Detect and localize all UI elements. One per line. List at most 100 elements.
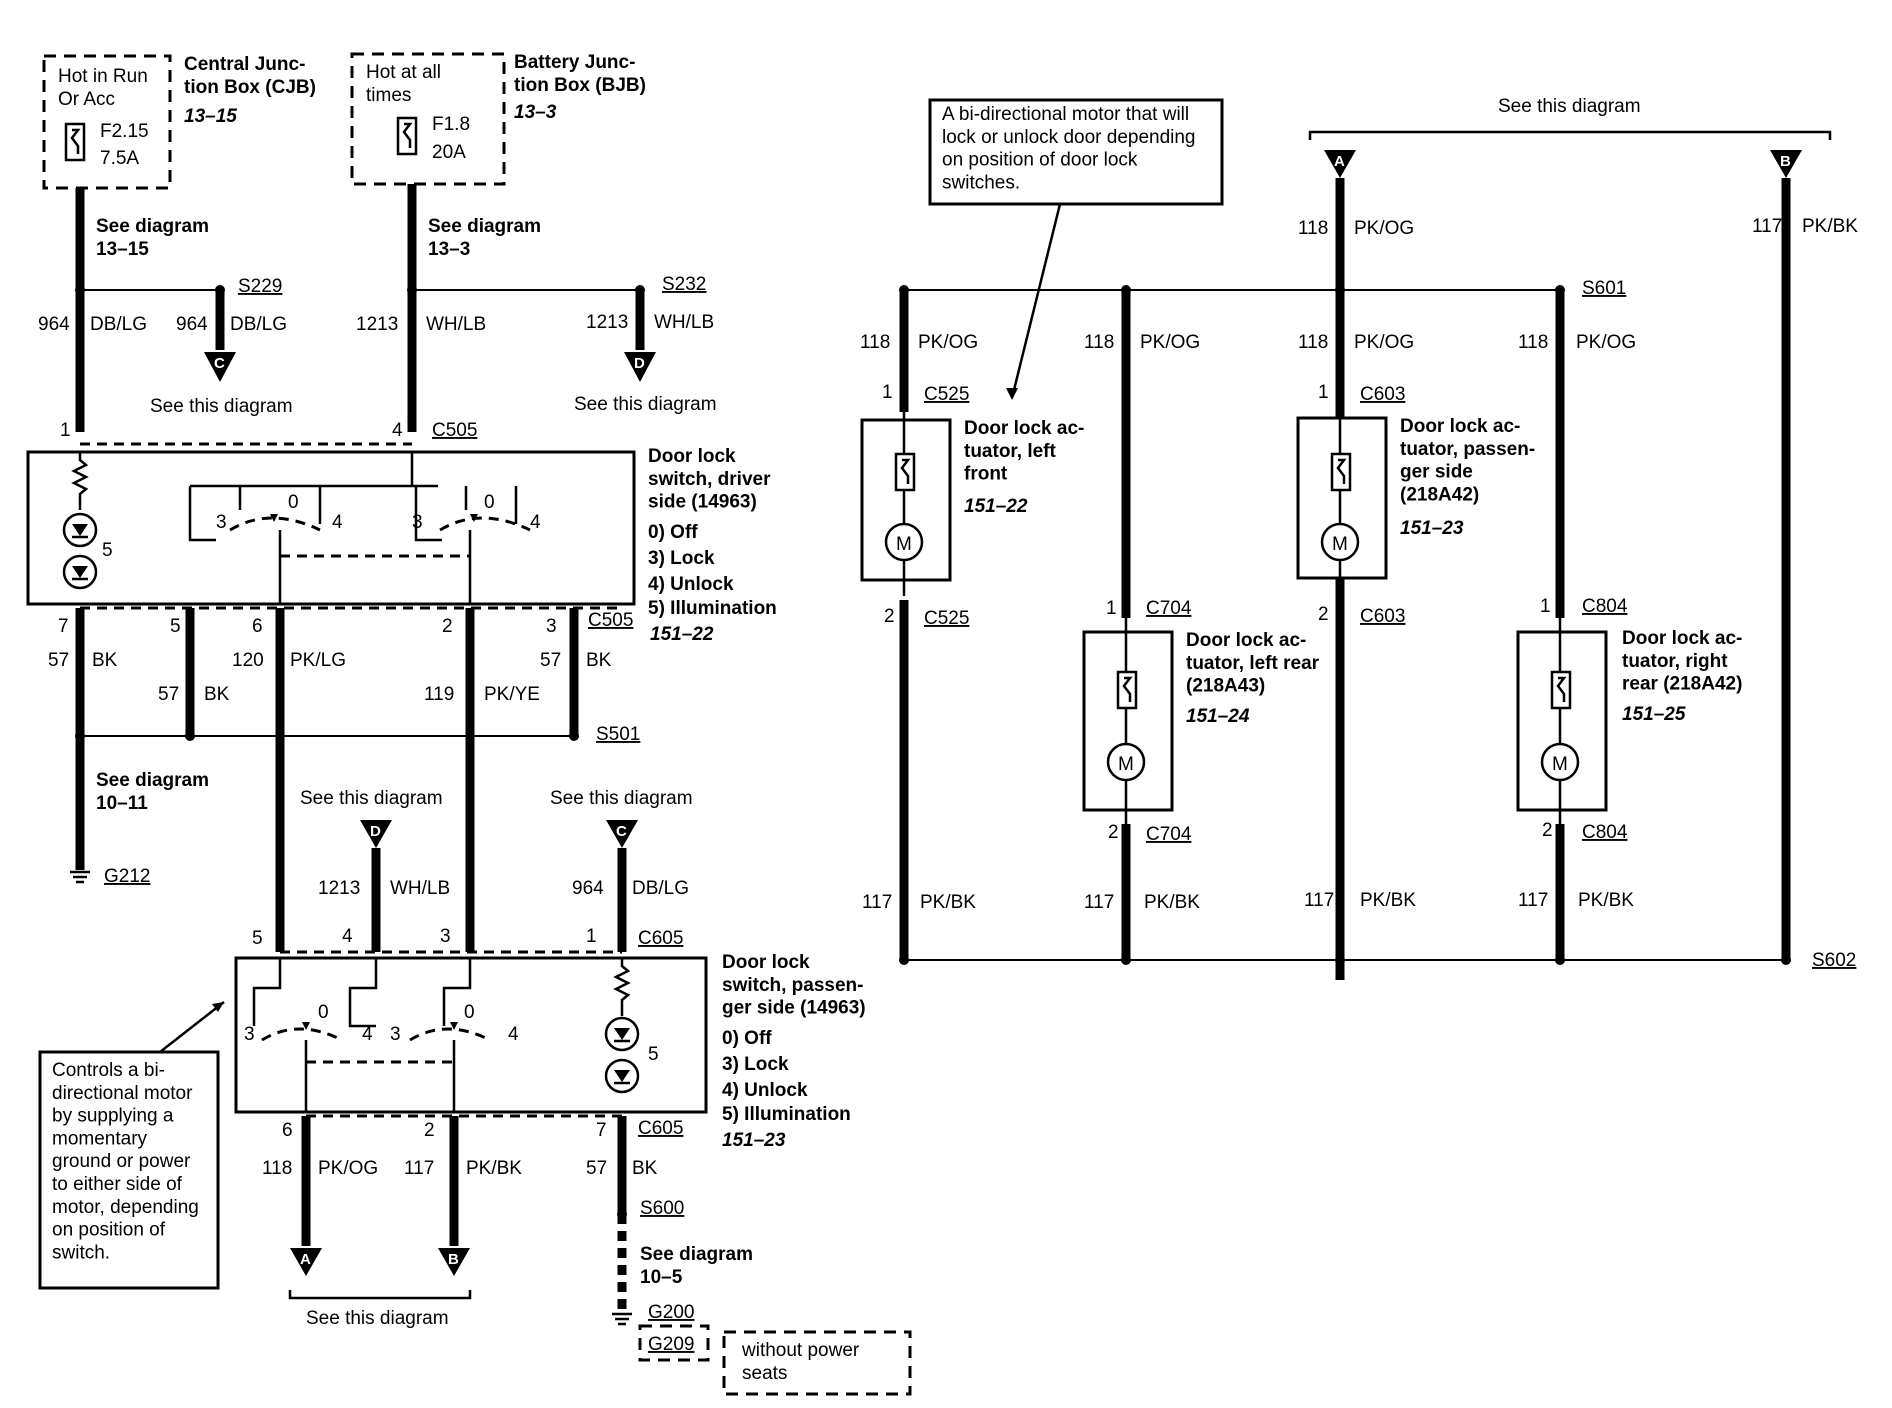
label-fuses-0-id: F2.15 xyxy=(100,121,149,142)
label-wires-w120: 120 xyxy=(232,650,264,671)
label-line: Door lock ac- xyxy=(964,418,1084,439)
diagram-path xyxy=(278,530,472,604)
diagram-path xyxy=(288,1290,472,1300)
label-wires-w964: 964 xyxy=(38,314,70,335)
label-wires-w119: 119 xyxy=(424,684,454,705)
diagram-polygon xyxy=(204,352,236,382)
diagram-path xyxy=(1556,676,1567,702)
label-wires-w118: 118 xyxy=(262,1158,292,1179)
label-wires-pkye: PK/YE xyxy=(484,684,540,705)
label-fuses-1-amp: 20A xyxy=(432,142,466,163)
label-components-modes-3: 5) Illumination xyxy=(648,598,777,619)
diagram-rect xyxy=(638,1324,710,1362)
label-line: Door lock xyxy=(648,446,736,467)
diagram-circle xyxy=(884,522,924,562)
label-wires-pkbk: PK/BK xyxy=(1360,890,1416,911)
label-pins-p3: 3 xyxy=(412,512,423,533)
label-components-act_lr_ref: 151–24 xyxy=(1186,706,1250,727)
diagram-circle xyxy=(1540,742,1580,782)
label-wires-w117: 117 xyxy=(862,892,892,913)
diagram-rect xyxy=(42,54,172,190)
label-pins-p5: 5 xyxy=(648,1044,659,1065)
diagram-polygon xyxy=(302,1022,310,1030)
label-wires-w1213: 1213 xyxy=(318,878,360,899)
label-wires-bk: BK xyxy=(204,684,230,705)
diagram-path xyxy=(70,870,90,884)
label-components-modes-0: 0) Off xyxy=(722,1028,772,1049)
wire-964-s229: S229 964 DB/LG C See this diagram xyxy=(150,276,293,417)
diagram-path xyxy=(71,452,89,510)
label-motor_symbol: M xyxy=(1552,754,1568,775)
label-pins-p4: 4 xyxy=(362,1024,373,1045)
label-line: See diagram xyxy=(640,1244,753,1265)
diagram-path xyxy=(612,1312,632,1326)
wire-1213-s232: S232 1213 WH/LB D See this diagram xyxy=(574,274,717,415)
label-arrows-c: C xyxy=(616,823,627,840)
label-see_diagram-this: See this diagram xyxy=(1498,96,1641,117)
label-pins-p2: 2 xyxy=(442,616,453,637)
label-wires-w117: 117 xyxy=(1518,890,1548,911)
diagram-circle xyxy=(569,731,579,741)
diagram-rect xyxy=(1516,630,1608,812)
actuator-passenger-side: 118 PK/OG 1 C603 M 2 C603 117 PK/BK xyxy=(1296,332,1416,960)
label-pins-p0: 0 xyxy=(484,492,495,513)
label-line: front xyxy=(964,464,1008,485)
label-connectors-c704: C704 xyxy=(1146,824,1192,845)
label-line: See diagram xyxy=(428,216,541,237)
diagram-circle xyxy=(1781,955,1791,965)
label-line: directional motor xyxy=(52,1083,193,1104)
label-pins-p4: 4 xyxy=(530,512,541,533)
label-line: A bi-directional motor that will xyxy=(942,104,1189,125)
label-components-modes-0: 0) Off xyxy=(648,522,698,543)
label-pins-p1: 1 xyxy=(60,420,71,441)
label-fuses-1-id: F1.8 xyxy=(432,114,470,135)
diagram-rect xyxy=(928,98,1224,206)
label-components-act_lf_ref: 151–22 xyxy=(964,496,1028,517)
label-splices-s600: S600 xyxy=(640,1198,684,1219)
label-wires-w118: 118 xyxy=(1298,218,1328,239)
door-lock-switch-driver: 5 3 0 4 3 0 4 xyxy=(26,450,636,610)
label-components-modes-2: 4) Unlock xyxy=(722,1080,808,1101)
label-wires-pkbk: PK/BK xyxy=(1802,216,1858,237)
label-line: tuator, right xyxy=(1622,651,1728,672)
label-pins-p2: 2 xyxy=(1542,820,1553,841)
label-line: (218A43) xyxy=(1186,676,1265,697)
label-line: Door lock ac- xyxy=(1622,628,1742,649)
diagram-path xyxy=(1122,676,1133,702)
label-line: tion Box (CJB) xyxy=(184,77,316,98)
diagram-polygon xyxy=(212,1002,224,1012)
diagram-polygon xyxy=(606,820,638,848)
label-arrows-b: B xyxy=(1780,153,1791,170)
label-line: ger side (14963) xyxy=(722,998,866,1019)
label-pins-p1: 1 xyxy=(586,926,597,947)
label-splices-s229: S229 xyxy=(238,276,282,297)
diagram-circle xyxy=(75,285,85,295)
label-line: Battery Junc- xyxy=(514,52,635,73)
label-wires-w118: 118 xyxy=(1518,332,1548,353)
label-splices-s501: S501 xyxy=(596,724,640,745)
diagram-polygon xyxy=(1006,388,1018,400)
diagram-path xyxy=(188,486,322,542)
diagram-polygon xyxy=(1770,150,1802,178)
diagram-polygon xyxy=(270,514,278,522)
actuator-left-front: 118 PK/OG 1 C525 M 2 C525 117 PK/BK xyxy=(860,290,978,960)
diagram-polygon xyxy=(360,820,392,848)
diagram-path xyxy=(70,128,81,154)
diagram-path xyxy=(1336,458,1347,484)
label-components-pass_ref: 151–23 xyxy=(722,1130,786,1151)
diagram-path xyxy=(190,452,438,488)
label-pins-p0: 0 xyxy=(288,492,299,513)
label-wires-whlb: WH/LB xyxy=(426,314,486,335)
diagram-line xyxy=(159,1001,225,1053)
diagram-polygon xyxy=(470,514,478,522)
label-connectors-c525: C525 xyxy=(924,608,969,629)
label-connectors-c605: C605 xyxy=(638,928,683,949)
label-splices-s232: S232 xyxy=(662,274,706,295)
